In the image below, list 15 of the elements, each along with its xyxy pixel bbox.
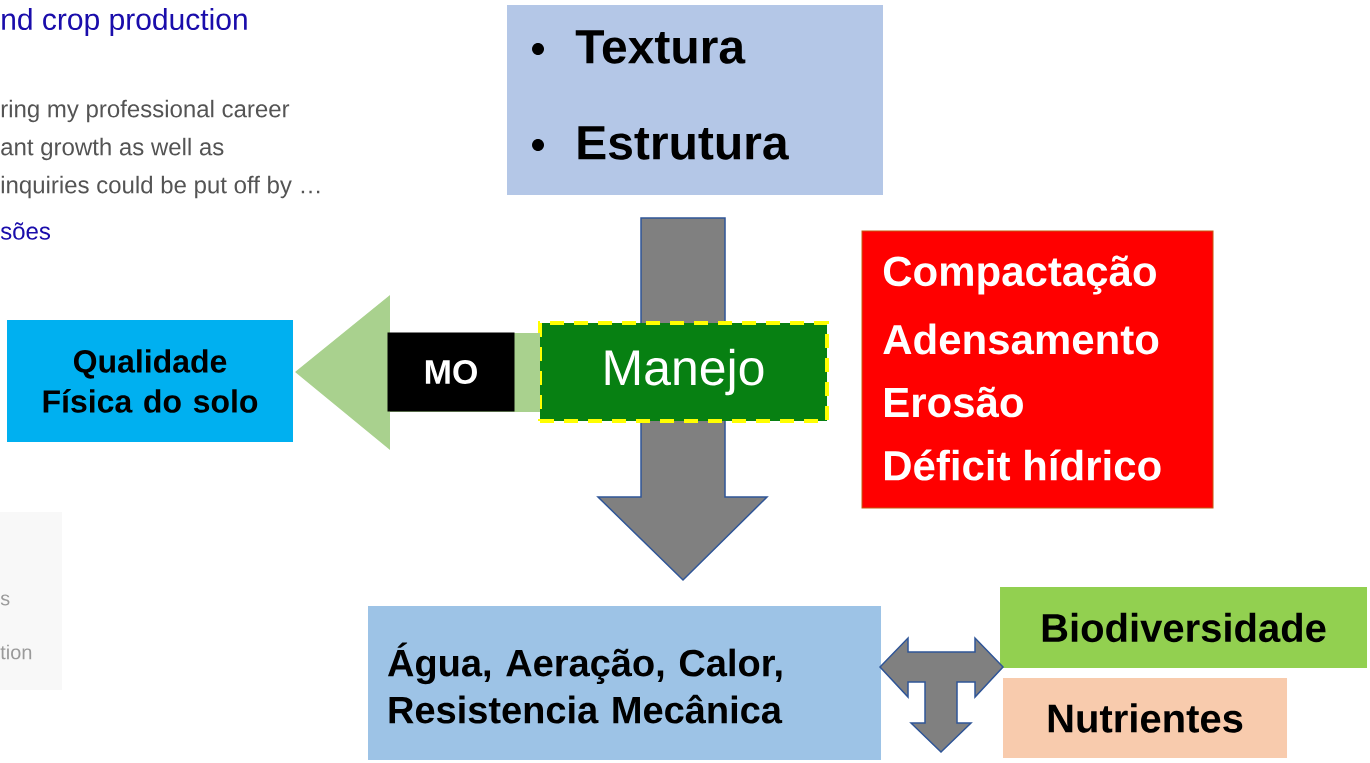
factor-box: Água, Aeração, Calor, Resistencia Mecânica [368, 606, 881, 760]
result-box: Qualidade Física do solo [7, 320, 293, 442]
factor-box: Nutrientes [1003, 678, 1287, 758]
snippet-text: ring my professional career [1, 99, 290, 123]
process-box: Manejo [538, 321, 829, 423]
snippet-text: inquiries could be put off by … [1, 175, 320, 199]
snippet-text: s [0, 594, 10, 606]
problem-box: Compactação Adensamento Erosão Déficit hídrico [861, 230, 1214, 509]
factor-box: Biodiversidade [1000, 587, 1367, 668]
snippet-text: ant growth as well as [1, 137, 224, 161]
snippet-text: nd crop production [2, 8, 247, 36]
bullet-list-box: Textura Estrutura [507, 5, 883, 195]
snippet-text: sões [0, 222, 50, 240]
snippet-text: tion [0, 644, 32, 660]
edge-label: MO [387, 332, 515, 412]
